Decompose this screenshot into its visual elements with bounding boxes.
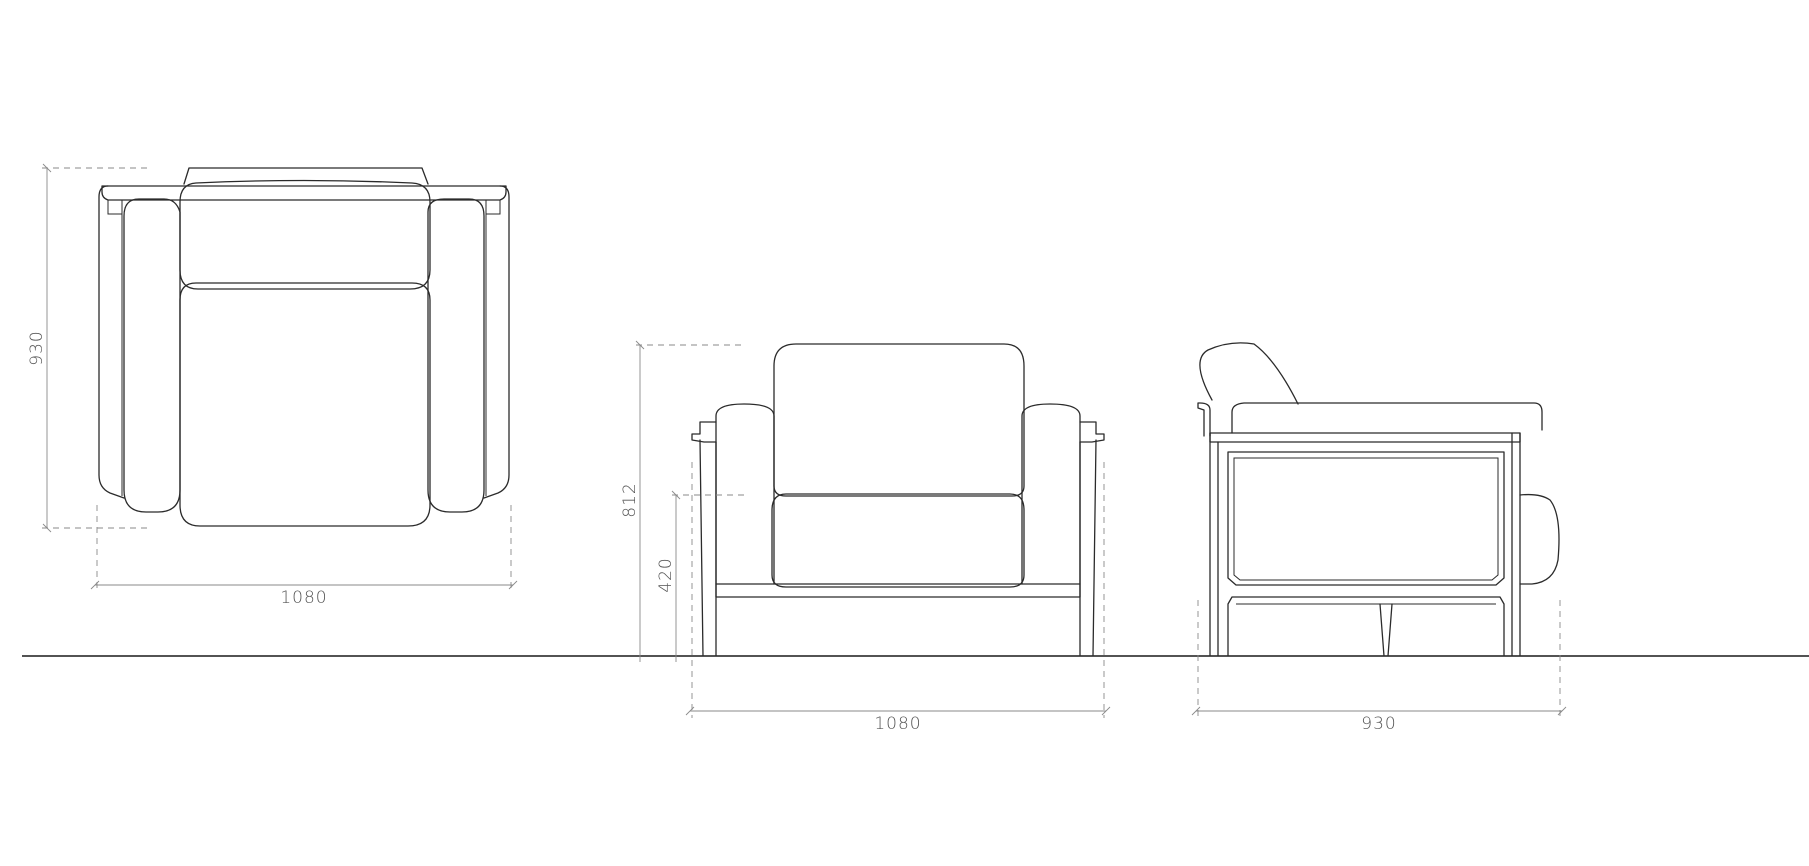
side-view-dimensions: 930 — [1191, 600, 1567, 734]
side-view-rear-post — [1511, 432, 1521, 657]
top-view-left-arm-cushion — [123, 198, 181, 513]
top-view-left-frame — [98, 185, 125, 499]
top-view-right-frame — [483, 185, 510, 499]
top-view-width-label: 1080 — [280, 588, 327, 608]
side-view-lower-rail — [1227, 596, 1505, 657]
side-view-upper-panel-inner — [1233, 457, 1499, 581]
top-view-leg-right — [486, 200, 501, 215]
front-view-left-leg — [699, 439, 717, 657]
front-view-right-arm-cushion — [1021, 403, 1081, 585]
side-view-arm-hook — [1197, 402, 1211, 437]
side-view — [1197, 342, 1560, 657]
top-view — [98, 167, 510, 527]
side-view-depth-label: 930 — [1361, 714, 1396, 734]
side-view-front-post — [1209, 432, 1219, 657]
front-view-left-arm-cushion — [715, 403, 775, 585]
top-view-leg-left — [107, 200, 122, 215]
side-view-arm-rail — [1209, 432, 1521, 443]
side-view-rear-cushion — [1519, 493, 1560, 585]
top-view-depth-label: 930 — [27, 330, 47, 365]
top-view-back-frame — [183, 167, 429, 185]
top-view-dimensions: 930 1080 — [27, 163, 518, 608]
front-view-left-armrest — [691, 421, 717, 443]
front-view-dimensions: 812 420 1080 — [620, 340, 1111, 734]
side-view-seat-cushion — [1231, 402, 1543, 434]
front-view-seat-height-label: 420 — [656, 557, 676, 592]
side-view-upper-panel — [1227, 451, 1505, 586]
front-view-seat-rail — [715, 583, 1081, 598]
front-view-height-label: 812 — [620, 482, 640, 517]
front-view — [691, 343, 1105, 657]
side-view-back-cushion — [1199, 342, 1299, 405]
top-view-top-rail — [101, 185, 507, 201]
front-view-back-cushion — [773, 343, 1025, 497]
front-view-right-leg — [1079, 439, 1097, 657]
front-view-width-label: 1080 — [874, 714, 921, 734]
top-view-back-cushion — [179, 179, 431, 290]
side-view-center-leg — [1379, 603, 1393, 657]
top-view-right-arm-cushion — [427, 198, 485, 513]
front-view-right-armrest — [1079, 421, 1105, 443]
top-view-seat-cushion — [179, 282, 431, 527]
front-view-seat-cushion — [771, 493, 1025, 588]
